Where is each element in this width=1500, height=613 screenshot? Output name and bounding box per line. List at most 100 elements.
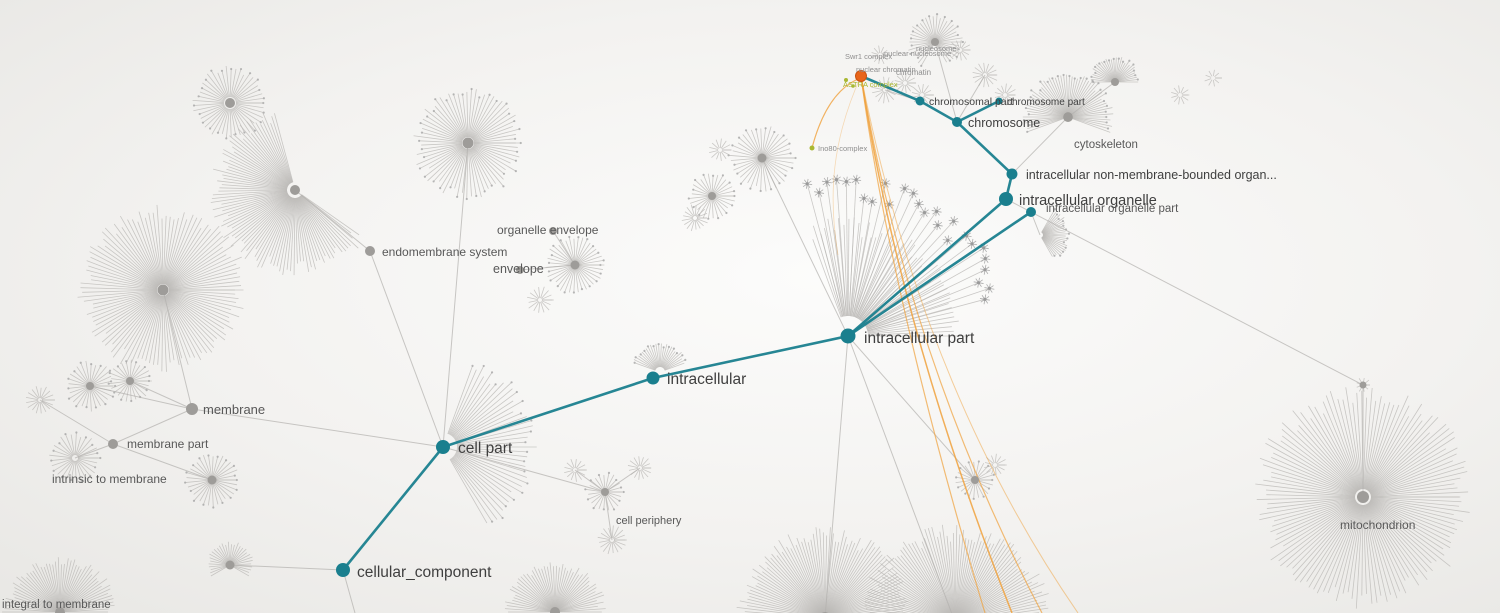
- node-label[interactable]: chromatin: [896, 68, 931, 77]
- graph-node[interactable]: [1357, 491, 1369, 503]
- fan-spoke: [1270, 476, 1356, 496]
- fan-spoke: [786, 546, 823, 613]
- node-label[interactable]: intracellular organelle: [1019, 193, 1157, 209]
- graph-node[interactable]: [550, 607, 560, 613]
- node-label[interactable]: cell part: [458, 440, 513, 457]
- node-label[interactable]: chromosome: [968, 116, 1040, 130]
- node-label[interactable]: Ino80-complex: [818, 144, 867, 153]
- node-label[interactable]: membrane part: [127, 437, 209, 451]
- node-label[interactable]: intrinsic to membrane: [52, 472, 167, 486]
- graph-node[interactable]: [436, 440, 450, 454]
- graph-node[interactable]: [757, 153, 767, 163]
- graph-node[interactable]: [108, 439, 118, 449]
- fan-spoke: [558, 244, 573, 263]
- graph-node[interactable]: [570, 260, 580, 270]
- fan-tip-dot: [1092, 80, 1095, 84]
- fan-tip-dot: [549, 279, 552, 282]
- node-label[interactable]: membrane: [203, 402, 265, 417]
- graph-node[interactable]: [462, 137, 474, 149]
- node-label[interactable]: mitochondrion: [1340, 518, 1415, 532]
- node-label[interactable]: endomembrane system: [382, 245, 507, 259]
- node-label[interactable]: intracellular: [667, 371, 746, 388]
- node-label[interactable]: nuclear chromatin: [856, 65, 916, 74]
- graph-node[interactable]: [971, 476, 979, 484]
- fan-spoke: [1370, 491, 1469, 498]
- graph-node[interactable]: [1111, 78, 1119, 86]
- fan-spoke: [1028, 98, 1064, 116]
- graph-node[interactable]: [186, 403, 198, 415]
- graph-node[interactable]: [336, 563, 350, 577]
- graph-node[interactable]: [708, 192, 716, 200]
- fan-spoke: [1072, 117, 1107, 123]
- graph-node[interactable]: [549, 227, 557, 235]
- fan-spoke: [1042, 236, 1064, 253]
- node-label[interactable]: organelle envelope: [497, 223, 599, 237]
- fan-spoke: [1368, 502, 1433, 572]
- node-label[interactable]: envelope: [493, 262, 544, 276]
- fan-spoke: [927, 527, 953, 613]
- graph-node[interactable]: [915, 96, 925, 106]
- graph-node[interactable]: [809, 145, 815, 151]
- graph-node[interactable]: [1359, 381, 1367, 389]
- node-label[interactable]: cell periphery: [616, 515, 682, 527]
- graph-node[interactable]: [55, 607, 65, 613]
- graph-node[interactable]: [646, 371, 660, 385]
- fan-spoke: [712, 174, 719, 194]
- node-label[interactable]: intracellular organelle part: [1046, 203, 1179, 215]
- node-label[interactable]: Swr1 complex: [845, 52, 892, 61]
- fan-spoke: [531, 570, 554, 609]
- node-label[interactable]: integral to membrane: [2, 599, 111, 611]
- fan-spoke: [866, 297, 951, 330]
- node-label[interactable]: nucleosome: [916, 44, 956, 53]
- graph-node[interactable]: [516, 266, 524, 274]
- graph-node[interactable]: [365, 246, 375, 256]
- fan-spoke: [1366, 405, 1410, 491]
- graph-node[interactable]: [995, 97, 1003, 105]
- node-label[interactable]: nuclear nucleosome: [884, 49, 951, 58]
- graph-node[interactable]: [1026, 207, 1036, 217]
- graph-node[interactable]: [1006, 168, 1018, 180]
- graph-node[interactable]: [225, 560, 235, 570]
- node-label[interactable]: chromosomal part: [929, 96, 1013, 108]
- graph-edge: [162, 289, 193, 410]
- fan-spoke: [587, 492, 603, 500]
- graph-node[interactable]: [601, 488, 609, 496]
- fan-spoke: [960, 467, 973, 479]
- graph-node[interactable]: [931, 38, 939, 46]
- graph-node[interactable]: [840, 328, 856, 344]
- graph-node[interactable]: [855, 70, 867, 82]
- fan-spoke: [541, 300, 551, 306]
- fan-spoke: [984, 465, 994, 469]
- graph-node[interactable]: [851, 84, 855, 88]
- node-label[interactable]: ASTRA complex: [843, 80, 898, 89]
- node-label[interactable]: cytoskeleton: [1074, 139, 1138, 151]
- graph-node[interactable]: [126, 377, 134, 385]
- fan-tip-dot: [652, 345, 655, 348]
- fan-tip-dot: [502, 185, 505, 188]
- fan-spoke: [739, 600, 803, 613]
- graph-node[interactable]: [952, 117, 962, 127]
- node-label[interactable]: intracellular non-membrane-bounded organ…: [1026, 168, 1277, 182]
- fan-spoke: [117, 383, 129, 396]
- node-label[interactable]: chromosome part: [1007, 97, 1085, 108]
- graph-node[interactable]: [225, 98, 235, 108]
- graph-node[interactable]: [844, 78, 848, 82]
- graph-node[interactable]: [1063, 112, 1073, 122]
- fan-spoke: [937, 42, 960, 47]
- fan-spoke: [762, 126, 772, 155]
- fan-spoke: [638, 456, 641, 467]
- fan-spoke: [12, 582, 56, 610]
- node-label[interactable]: intracellular part: [864, 330, 975, 347]
- fan-spoke: [760, 128, 763, 155]
- fan-spoke: [869, 577, 939, 613]
- fan-spoke: [1270, 499, 1356, 533]
- fan-spoke: [455, 412, 522, 442]
- graph-node[interactable]: [290, 185, 300, 195]
- fan-spoke: [221, 193, 288, 227]
- graph-node[interactable]: [207, 475, 217, 485]
- graph-node[interactable]: [157, 284, 169, 296]
- graph-node[interactable]: [86, 382, 94, 390]
- graph-node[interactable]: [999, 192, 1013, 206]
- node-label[interactable]: cellular_component: [357, 564, 492, 581]
